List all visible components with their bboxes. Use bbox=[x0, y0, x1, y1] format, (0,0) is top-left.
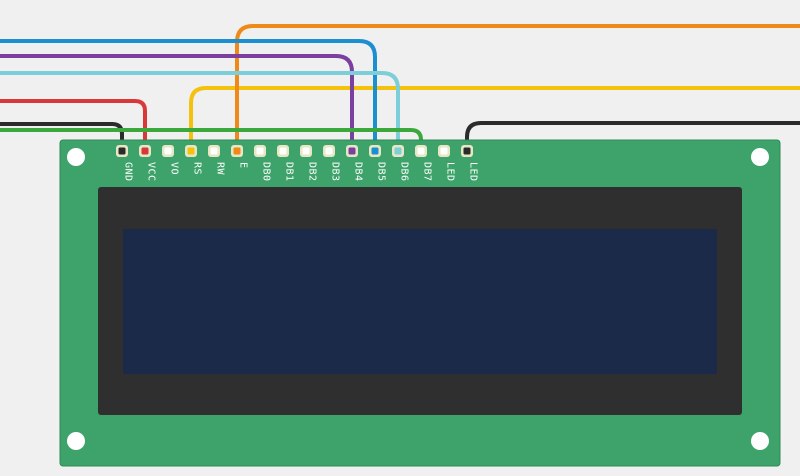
pin-led-14: LED bbox=[438, 145, 456, 182]
pin-pad-core bbox=[394, 147, 402, 155]
pin-label: GND bbox=[123, 162, 134, 182]
pin-label: LED bbox=[445, 162, 456, 182]
pin-pad-core bbox=[302, 147, 310, 155]
pin-db7: DB7 bbox=[415, 145, 433, 182]
pin-rw: RW bbox=[208, 145, 226, 176]
pin-vo: VO bbox=[162, 145, 180, 175]
pin-pad-core bbox=[187, 147, 195, 155]
pin-db0: DB0 bbox=[254, 145, 272, 182]
pin-label: RS bbox=[192, 162, 203, 175]
pin-db2: DB2 bbox=[300, 145, 318, 182]
wire-db6 bbox=[0, 71, 400, 153]
wire-db4 bbox=[0, 54, 354, 153]
pin-label: DB1 bbox=[284, 162, 295, 182]
wire-rs bbox=[189, 86, 800, 153]
pin-pad-core bbox=[164, 147, 172, 155]
pin-pad-core bbox=[210, 147, 218, 155]
mount-hole-top-right bbox=[751, 148, 769, 166]
wire-gnd bbox=[0, 122, 124, 153]
wire-led-gnd bbox=[465, 121, 800, 153]
pin-label: DB4 bbox=[353, 162, 364, 182]
pin-vcc: VCC bbox=[139, 145, 157, 182]
pin-label: DB7 bbox=[422, 162, 433, 182]
lcd-screen bbox=[123, 229, 717, 374]
pin-label: VO bbox=[169, 162, 180, 175]
pin-label: DB0 bbox=[261, 162, 272, 182]
mount-hole-bottom-right bbox=[751, 432, 769, 450]
pin-e: E bbox=[231, 145, 249, 169]
pin-pad-core bbox=[233, 147, 241, 155]
pin-pad-core bbox=[325, 147, 333, 155]
pin-db4: DB4 bbox=[346, 145, 364, 182]
pin-label: E bbox=[238, 162, 249, 169]
pin-label: LED bbox=[468, 162, 479, 182]
pin-rs: RS bbox=[185, 145, 203, 175]
pin-label: DB2 bbox=[307, 162, 318, 182]
pin-db6: DB6 bbox=[392, 145, 410, 182]
pin-label: RW bbox=[215, 162, 226, 176]
pin-pad-core bbox=[279, 147, 287, 155]
pin-pad-core bbox=[141, 147, 149, 155]
pin-label: VCC bbox=[146, 162, 157, 182]
pin-header: GND VCC VO RS RW E DB0 DB1 DB2 DB3 DB4 DB5 DB6 DB7 LED… bbox=[116, 145, 479, 182]
pin-gnd: GND bbox=[116, 145, 134, 182]
lcd-module bbox=[59, 139, 781, 467]
pin-db3: DB3 bbox=[323, 145, 341, 182]
mount-hole-top-left bbox=[67, 148, 85, 166]
pin-db1: DB1 bbox=[277, 145, 295, 182]
pin-pad-core bbox=[371, 147, 379, 155]
wire-db5 bbox=[0, 39, 377, 153]
pin-led-15: LED bbox=[461, 145, 479, 182]
wires-layer bbox=[0, 24, 800, 153]
mount-hole-bottom-left bbox=[67, 432, 85, 450]
pin-pad-core bbox=[417, 147, 425, 155]
pin-pad-core bbox=[348, 147, 356, 155]
pin-pad-core bbox=[256, 147, 264, 155]
pin-pad-core bbox=[118, 147, 126, 155]
wire-vcc bbox=[0, 99, 147, 153]
pin-label: DB6 bbox=[399, 162, 410, 182]
pin-pad-core bbox=[440, 147, 448, 155]
pin-label: DB3 bbox=[330, 162, 341, 182]
pin-pad-core bbox=[463, 147, 471, 155]
pin-db5: DB5 bbox=[369, 145, 387, 182]
pin-label: DB5 bbox=[376, 162, 387, 182]
